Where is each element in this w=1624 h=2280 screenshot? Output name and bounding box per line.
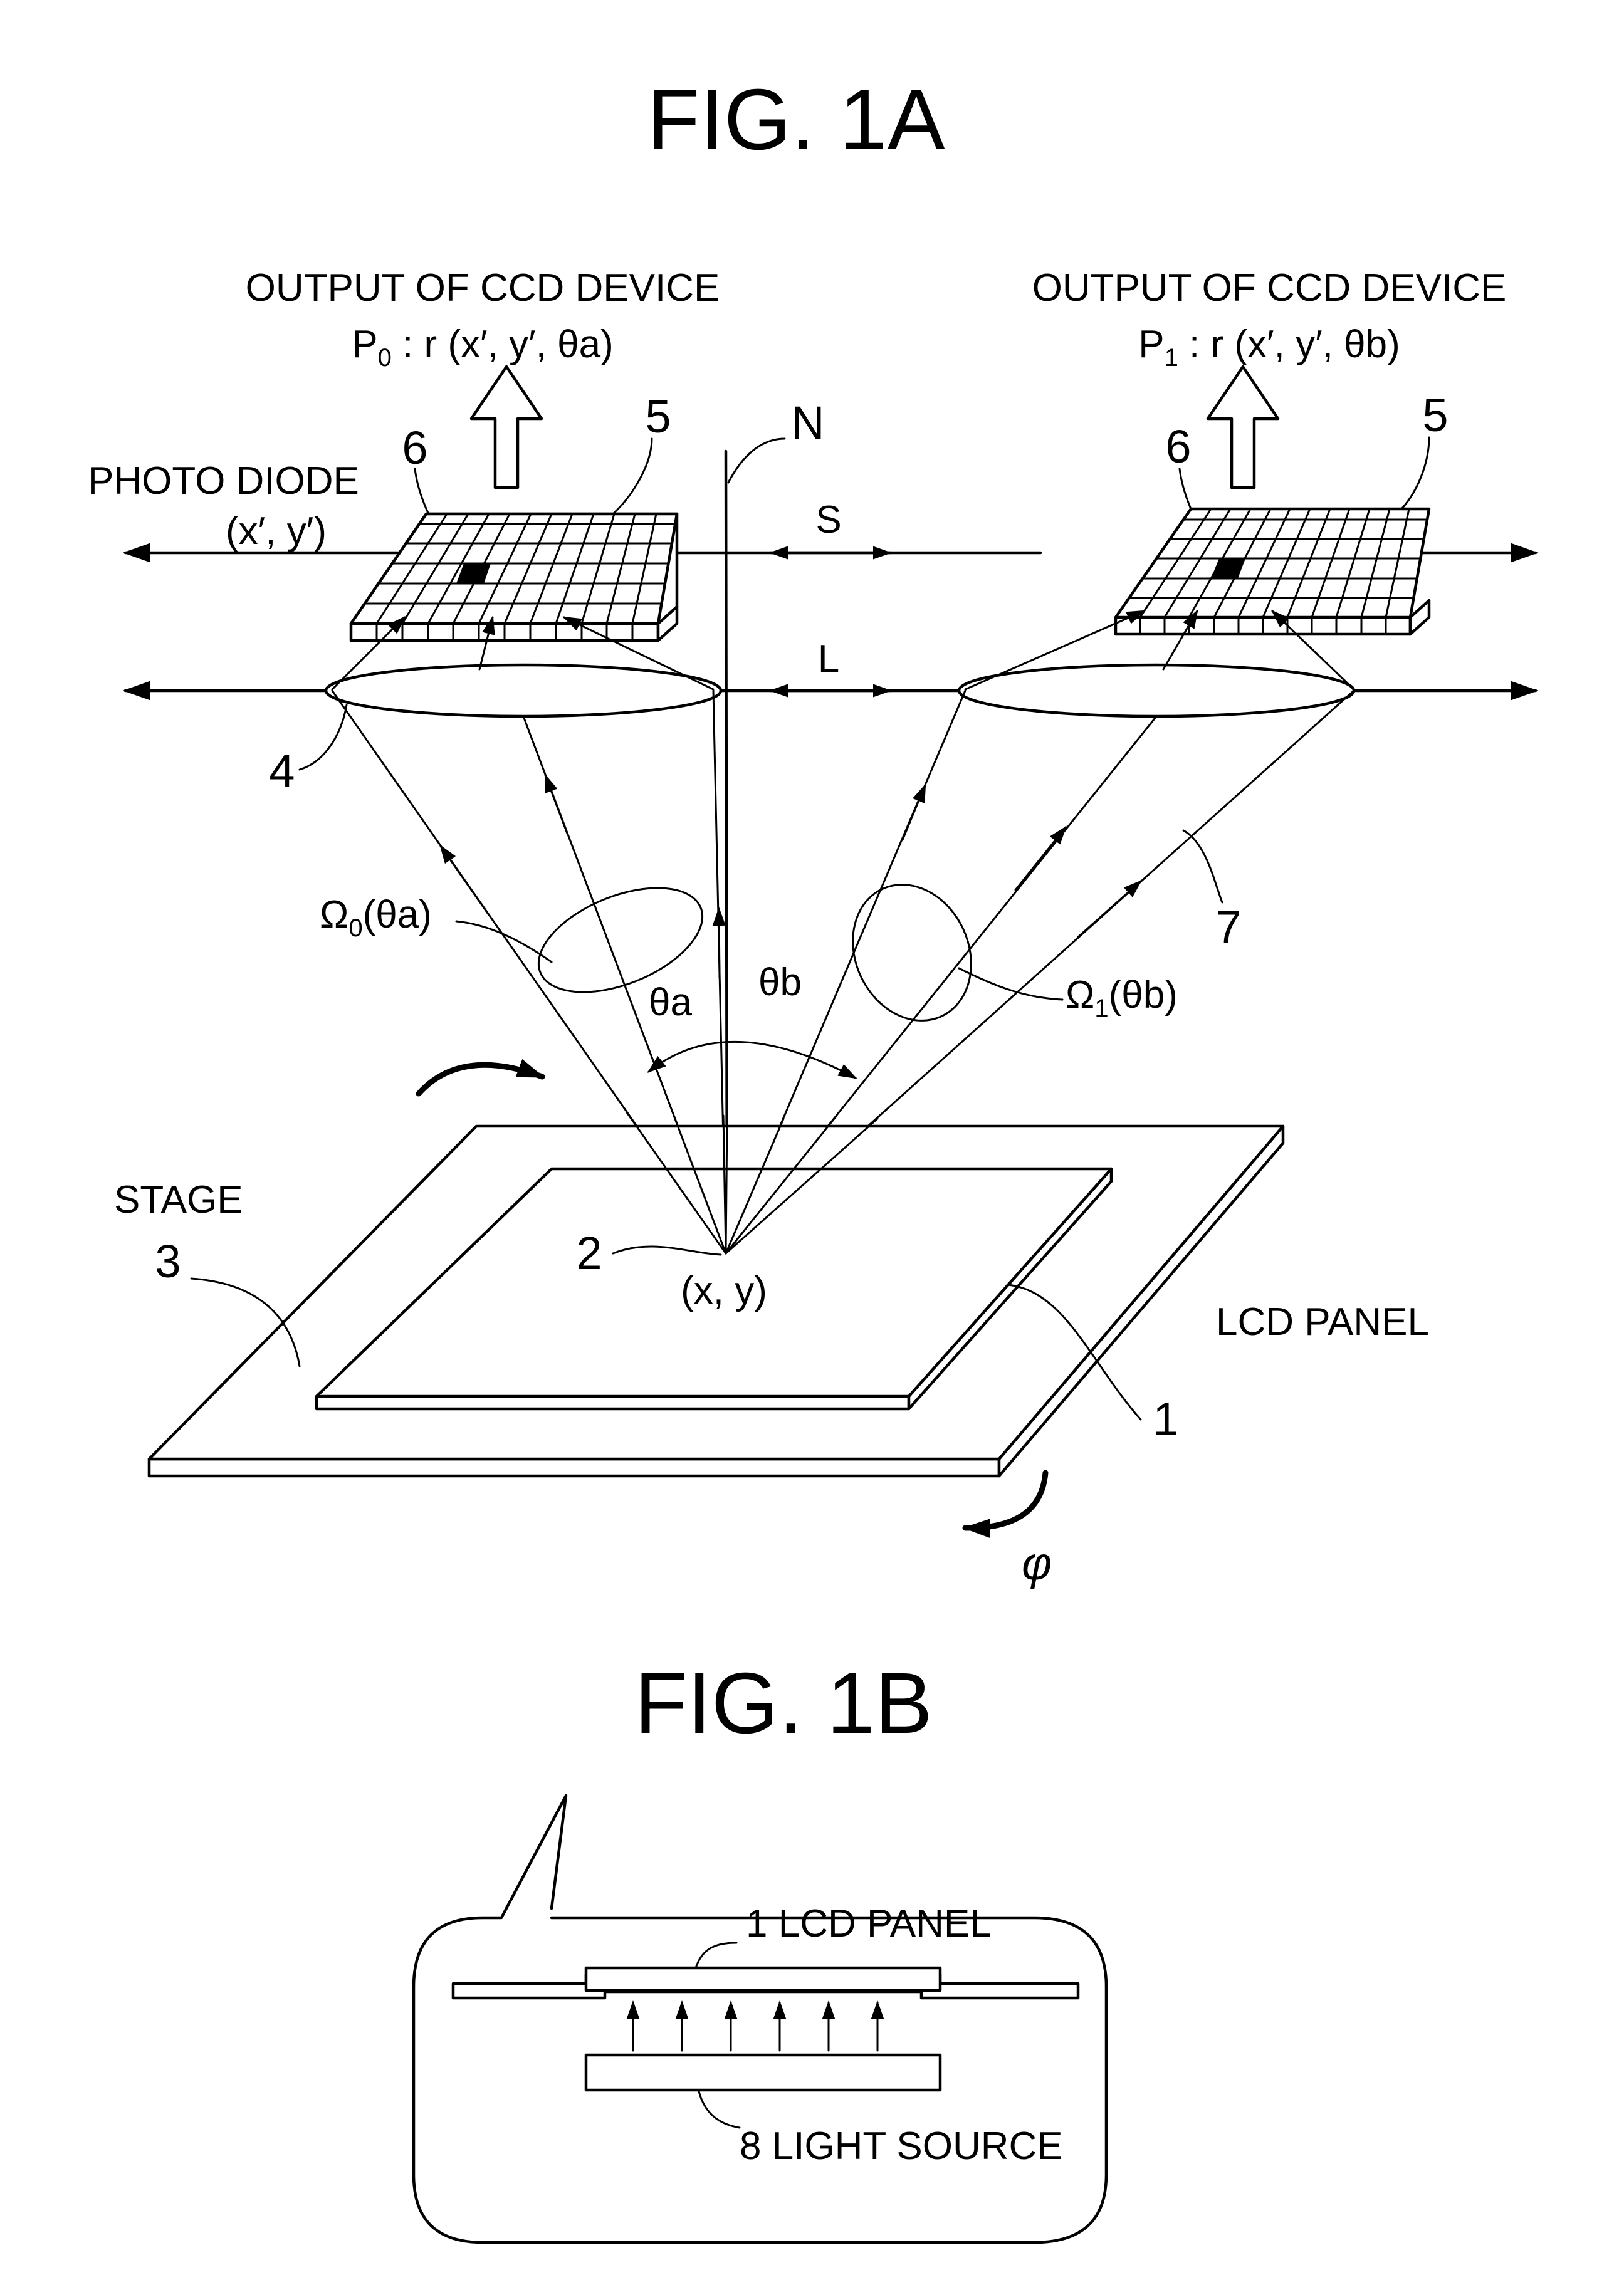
left-output-formula: P0 : r (x′, y′, θa) [352,323,614,372]
ref-5-right: 5 [1422,389,1448,441]
ref-6-left: 6 [402,422,427,474]
ray-left-1-arrow [441,846,489,915]
fig1b-lcd-panel [586,1968,940,1990]
fig1b-light-source [586,2055,940,2090]
lens-left [326,665,721,716]
leader-fig1b-light [699,2091,740,2128]
ref-2: 2 [576,1227,602,1279]
ray-left-3-arrow [719,909,720,978]
rotation-arrow-top-icon [419,1065,542,1094]
leader-7 [1183,830,1222,902]
angle-arc-theta [649,1042,856,1078]
leader-omega0 [456,921,552,962]
left-output-label: OUTPUT OF CCD DEVICE [246,266,720,310]
omega0-label: Ω0(θa) [320,893,432,942]
ccd-device-right [1116,509,1429,634]
stage-label: STAGE [114,1178,243,1221]
callout-bubble [414,1796,1106,2242]
lens-right [959,665,1354,716]
left-output-arrow-icon [471,367,542,488]
shift-s-label: S [815,498,841,541]
photo-diode-coords: (x′, y′) [226,510,327,553]
theta-a-label: θa [649,981,692,1024]
omega1-label: Ω1(θb) [1066,973,1178,1022]
right-output-arrow-icon [1208,367,1278,488]
leader-omega1 [959,968,1062,1000]
fig1b-title: FIG. 1B [634,1655,932,1752]
phi-label: φ [1022,1537,1052,1589]
point-coords: (x, y) [681,1269,767,1312]
ray-left-2-arrow [545,775,567,834]
fig1b-light-label: 8 LIGHT SOURCE [740,2125,1063,2168]
rotation-arrow-phi-icon [965,1473,1045,1528]
theta-b-label: θb [758,961,802,1004]
lcd-panel-label: LCD PANEL [1216,1300,1429,1344]
leader-4 [300,705,347,770]
shift-l-label: L [818,637,839,681]
ray-right-2-arrow [1015,827,1066,890]
ref-7: 7 [1215,901,1241,953]
right-output-label: OUTPUT OF CCD DEVICE [1032,266,1507,310]
fig1b-light-rays [633,2002,877,2051]
ray-right-1-arrow [903,785,925,840]
ref-3: 3 [155,1235,181,1287]
ref-5-left: 5 [645,390,671,442]
leader-n [728,439,785,483]
leader-5-right [1398,437,1429,513]
ref-1: 1 [1153,1393,1178,1445]
right-output-formula: P1 : r (x′, y′, θb) [1138,323,1400,372]
solid-angle-omega1 [831,865,993,1040]
axis-n-label: N [791,397,824,449]
ref-4: 4 [269,745,295,797]
photo-diode-label: PHOTO DIODE [88,459,359,503]
ray-right-3-arrow [1078,881,1141,937]
leader-fig1b-lcd [696,1943,736,1968]
ref-6-right: 6 [1165,421,1191,473]
fig1b-lcd-label: 1 LCD PANEL [746,1902,992,1945]
leader-5-left [614,439,652,513]
fig1a-title: FIG. 1A [647,71,945,168]
